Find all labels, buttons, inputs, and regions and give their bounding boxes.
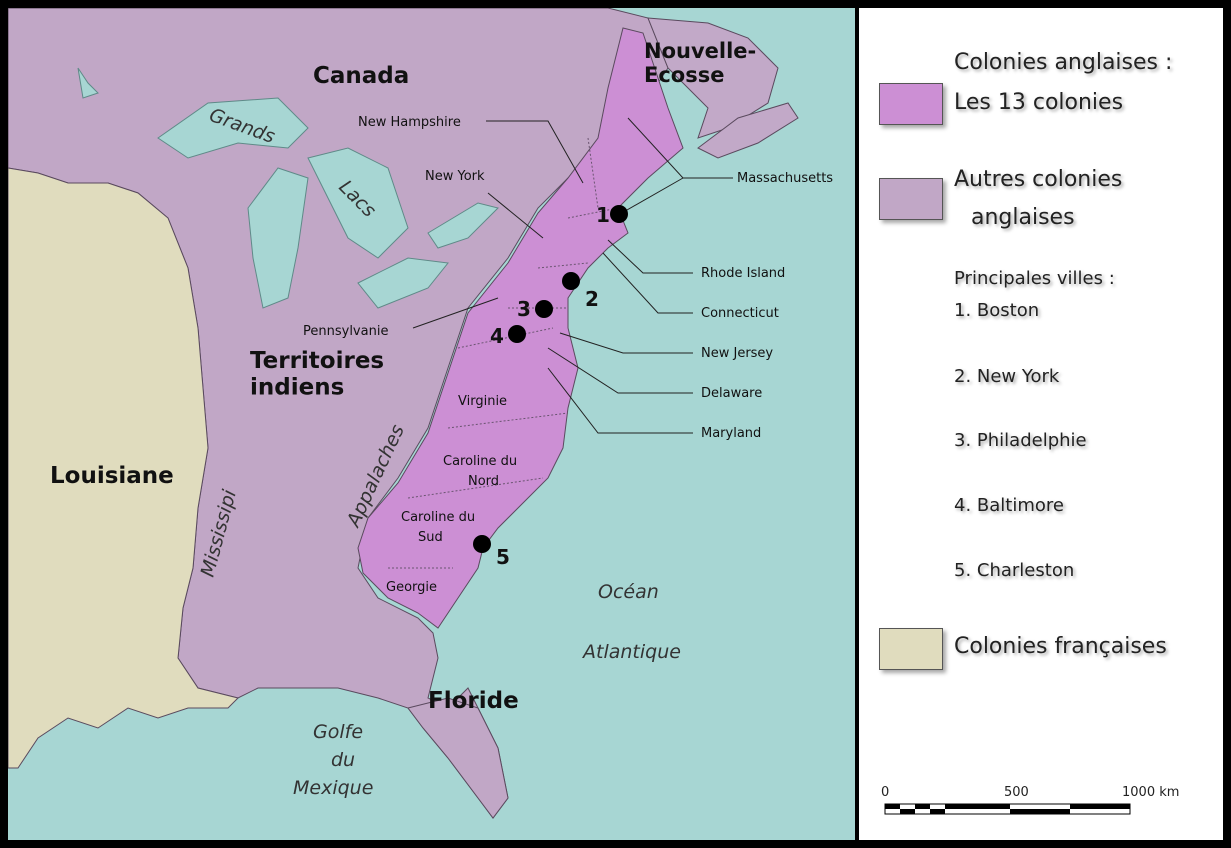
legend-swatch-other [879,178,943,220]
colony-massachusetts: Massachusetts [737,171,833,186]
legend-other-label-2: anglaises [971,205,1075,230]
water-golfe-2: du [331,749,355,771]
legend-other-label-1: Autres colonies [954,167,1123,192]
colony-rhode-island: Rhode Island [701,266,785,281]
colony-pennsylvanie: Pennsylvanie [303,324,388,339]
city-number-3: 3 [517,297,531,321]
city-dot-philadelphie [535,300,553,318]
city-number-4: 4 [490,324,504,348]
legend-swatch-thirteen [879,83,943,125]
water-ocean-2: Atlantique [581,641,681,663]
legend-city-5: 5. Charleston [954,560,1075,581]
colony-caroline-nord-1: Caroline du [443,454,517,469]
floride-territory [407,697,509,819]
legend-panel: Colonies anglaises : Les 13 colonies Aut… [859,8,1223,840]
colony-georgie: Georgie [386,580,437,595]
legend-city-2: 2. New York [954,366,1060,387]
scale-tick-1000: 1000 km [1122,785,1179,800]
city-dot-new-york [562,272,580,290]
nouvelle-ecosse-peninsula [697,102,799,159]
scale-bar: 0 500 1000 km [881,785,1179,815]
colony-borders [388,137,619,569]
region-louisiane: Louisiane [50,463,174,489]
colony-connecticut: Connecticut [701,306,779,321]
scale-tick-500: 500 [1004,785,1029,800]
water-golfe-1: Golfe [313,721,363,743]
colony-caroline-sud-2: Sud [418,530,443,545]
water-golfe-3: Mexique [293,777,373,799]
colony-new-jersey: New Jersey [701,346,773,361]
city-dot-charleston [473,535,491,553]
colony-caroline-nord-2: Nord [468,474,499,489]
legend-swatch-french [879,628,943,670]
colony-delaware: Delaware [701,386,762,401]
region-floride: Floride [428,688,519,714]
legend-french-label: Colonies françaises [954,634,1167,659]
region-nouvelle-label-1: Nouvelle-Ecosse [644,39,756,87]
colony-maryland: Maryland [701,426,761,441]
great-lakes [77,67,499,309]
city-number-5: 5 [496,545,510,569]
city-number-2: 2 [585,287,599,311]
scale-bar-segments [884,803,1131,815]
legend-city-1: 1. Boston [954,300,1040,321]
city-dot-baltimore [508,325,526,343]
colony-new-hampshire: New Hampshire [358,115,461,130]
colony-caroline-sud-1: Caroline du [401,510,475,525]
city-dot-boston [610,205,628,223]
colony-virginie: Virginie [458,394,507,409]
legend-city-4: 4. Baltimore [954,495,1064,516]
louisiane-territory [8,167,239,769]
colony-new-york: New York [425,169,485,184]
region-nouvelle-ecosse: Nouvelle-Ecosse [644,39,756,87]
scale-tick-0: 0 [881,785,889,800]
legend-english-heading: Colonies anglaises : [954,50,1173,75]
legend-cities-heading: Principales villes : [954,268,1115,289]
city-number-1: 1 [596,203,610,227]
legend-city-3: 3. Philadelphie [954,430,1087,451]
city-markers [473,205,628,553]
water-ocean-1: Océan [598,581,659,603]
region-canada: Canada [313,63,409,89]
legend-thirteen-label: Les 13 colonies [954,90,1124,115]
